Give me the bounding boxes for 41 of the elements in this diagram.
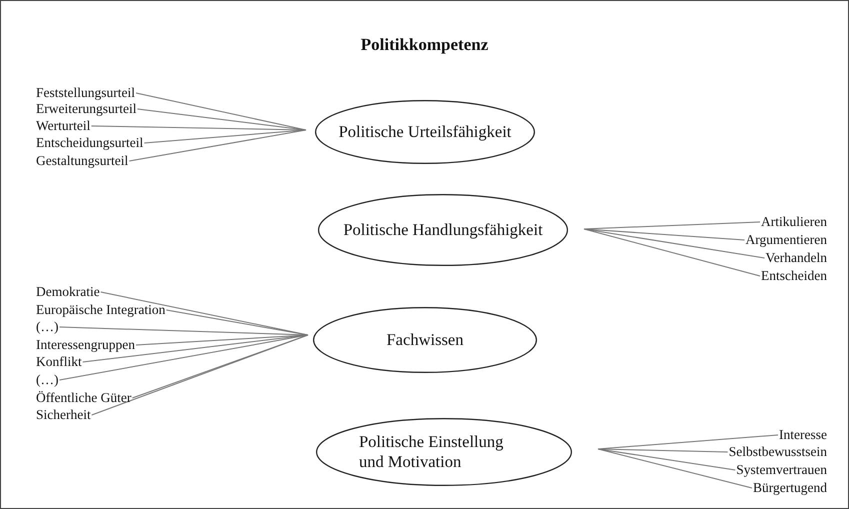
node-label: Politische Handlungsfähigkeit: [343, 220, 543, 240]
item-label: Bürgertugend: [753, 481, 827, 495]
connector-line: [166, 310, 308, 336]
item-label: Artikulieren: [761, 215, 827, 229]
connector-line: [136, 108, 306, 130]
item-label: Demokratie: [36, 285, 100, 299]
item-label: Interessengruppen: [36, 338, 135, 352]
connector-line: [135, 334, 308, 346]
item-label: Verhandeln: [766, 251, 827, 265]
connector-line: [59, 334, 308, 380]
item-label: Argumentieren: [746, 233, 827, 247]
connector-line: [136, 92, 306, 130]
item-label: Systemvertrauen: [736, 463, 827, 477]
connector-line: [144, 130, 306, 144]
item-label: Europäische Integration: [36, 303, 166, 317]
item-label: Selbstbewusstsein: [728, 445, 827, 459]
connector-line: [598, 448, 728, 452]
connector-line: [128, 130, 306, 162]
item-label: Werturteil: [36, 119, 90, 133]
item-label: Gestaltungsurteil: [36, 154, 128, 168]
connector-line: [598, 448, 752, 488]
node-label: Politische Einstellung und Motivation: [359, 432, 504, 472]
node-label: Politische Urteilsfähigkeit: [338, 122, 512, 142]
item-label: Entscheiden: [761, 269, 827, 283]
node-label: Fachwissen: [386, 330, 464, 350]
connector-line: [598, 448, 736, 470]
item-label: Entscheidungsurteil: [36, 136, 144, 150]
item-label: Sicherheit: [36, 408, 91, 422]
item-label: Feststellungsurteil: [36, 86, 135, 100]
connector-line: [584, 228, 766, 258]
item-label: (…): [36, 373, 58, 387]
connector-line: [584, 228, 746, 240]
diagram-title: Politikkompetenz: [360, 35, 490, 55]
item-label: Konflikt: [36, 355, 82, 369]
connector-line: [100, 292, 308, 336]
item-label: Öffentliche Güter: [36, 391, 132, 405]
item-label: Interesse: [779, 428, 827, 442]
connector-line: [584, 228, 761, 276]
item-label: (…): [36, 320, 58, 334]
connector-line: [91, 334, 308, 416]
item-label: Erweiterungsurteil: [36, 102, 136, 116]
